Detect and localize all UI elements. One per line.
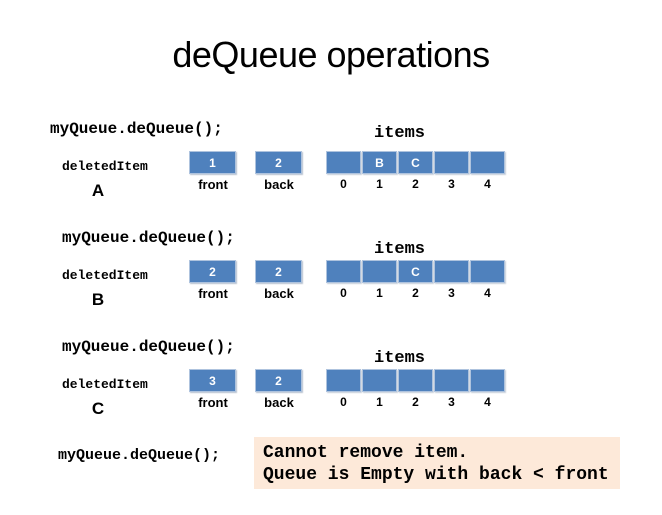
array-cell-3 (434, 260, 469, 283)
array-cell-2 (398, 369, 433, 392)
array-cell-3 (434, 369, 469, 392)
array-index-1: 1 (376, 395, 383, 409)
step-letter: C (91, 399, 105, 418)
code-statement: myQueue.deQueue(); (62, 338, 235, 356)
error-note: Cannot remove item. Queue is Empty with … (254, 437, 620, 489)
code-statement: myQueue.deQueue(); (50, 120, 223, 138)
items-array: C (326, 260, 505, 283)
array-cell-4 (470, 151, 505, 174)
array-index-2: 2 (412, 177, 419, 191)
deleted-item-label: deletedItem (62, 159, 148, 174)
operation-step-final: myQueue.deQueue(); Cannot remove item. Q… (0, 437, 662, 501)
page-title: deQueue operations (172, 34, 490, 75)
front-value-box: 2 (189, 260, 236, 283)
array-cell-4 (470, 260, 505, 283)
back-value-box: 2 (255, 151, 302, 174)
array-index-2: 2 (412, 395, 419, 409)
operation-step-a: myQueue.deQueue(); items deletedItem A 1… (0, 120, 662, 226)
array-index-4: 4 (484, 286, 491, 300)
deleted-item-label: deletedItem (62, 377, 148, 392)
array-cell-1: B (362, 151, 397, 174)
array-cell-1 (362, 369, 397, 392)
array-cell-4 (470, 369, 505, 392)
code-statement: myQueue.deQueue(); (58, 447, 221, 464)
array-index-0: 0 (340, 286, 347, 300)
items-array (326, 369, 505, 392)
operation-step-c: myQueue.deQueue(); items deletedItem C 3… (0, 338, 662, 444)
array-index-row: 0 1 2 3 4 (326, 286, 505, 300)
back-value-box: 2 (255, 369, 302, 392)
array-index-3: 3 (448, 286, 455, 300)
back-value-box: 2 (255, 260, 302, 283)
array-index-0: 0 (340, 395, 347, 409)
code-statement: myQueue.deQueue(); (62, 229, 235, 247)
array-cell-0 (326, 260, 361, 283)
step-letter: B (91, 290, 105, 309)
items-array-label: items (374, 240, 426, 259)
step-letter: A (91, 181, 105, 200)
operation-step-b: myQueue.deQueue(); items deletedItem B 2… (0, 229, 662, 335)
items-array-label: items (374, 124, 426, 143)
array-index-1: 1 (376, 286, 383, 300)
error-note-line-1: Cannot remove item. (263, 443, 469, 463)
front-label: front (198, 395, 228, 410)
back-label: back (264, 177, 294, 192)
front-label: front (198, 177, 228, 192)
array-index-1: 1 (376, 177, 383, 191)
front-label: front (198, 286, 228, 301)
array-cell-2: C (398, 260, 433, 283)
array-cell-0 (326, 369, 361, 392)
array-index-row: 0 1 2 3 4 (326, 177, 505, 191)
array-index-3: 3 (448, 177, 455, 191)
array-index-2: 2 (412, 286, 419, 300)
array-cell-2: C (398, 151, 433, 174)
array-index-4: 4 (484, 177, 491, 191)
back-label: back (264, 395, 294, 410)
array-index-row: 0 1 2 3 4 (326, 395, 505, 409)
array-index-3: 3 (448, 395, 455, 409)
front-value-box: 1 (189, 151, 236, 174)
array-cell-0 (326, 151, 361, 174)
error-note-line-2: Queue is Empty with back < front (263, 465, 609, 485)
array-cell-3 (434, 151, 469, 174)
items-array-label: items (374, 349, 426, 368)
front-value-box: 3 (189, 369, 236, 392)
array-index-0: 0 (340, 177, 347, 191)
items-array: B C (326, 151, 505, 174)
back-label: back (264, 286, 294, 301)
array-cell-1 (362, 260, 397, 283)
array-index-4: 4 (484, 395, 491, 409)
deleted-item-label: deletedItem (62, 268, 148, 283)
